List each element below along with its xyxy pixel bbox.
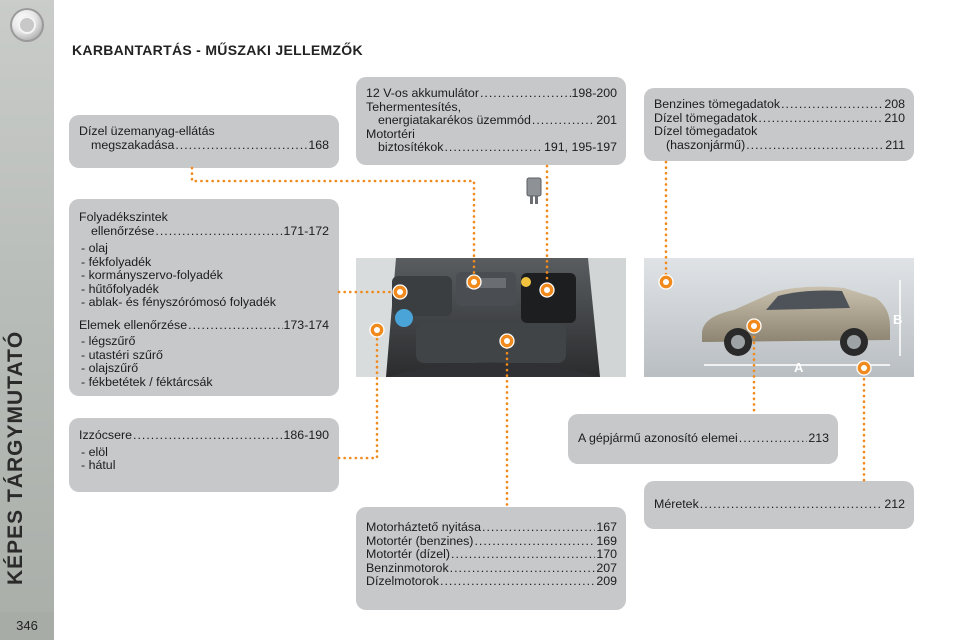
height-dimension-label: B xyxy=(893,312,902,327)
fluids-box: Folyadékszintek ellenőrzése171-172 olaj … xyxy=(69,199,339,396)
page-title: KARBANTARTÁS - MŰSZAKI JELLEMZŐK xyxy=(72,42,363,58)
fuse-icon xyxy=(524,176,546,211)
sidebar: KÉPES TÁRGYMUTATÓ 346 xyxy=(0,0,54,640)
list-item: ablak- és fényszórómosó folyadék xyxy=(79,295,329,310)
fluids-check-entry[interactable]: ellenőrzése171-172 xyxy=(79,224,329,239)
list-item: olajszűrő xyxy=(79,361,329,376)
fluids-title: Folyadékszintek xyxy=(79,210,168,224)
list-item: fékfolyadék xyxy=(79,255,329,270)
discharge-label: Tehermentesítés, xyxy=(366,99,462,114)
bulbs-box: Izzócsere186-190 elöl hátul xyxy=(69,418,339,492)
dimensions-box: Méretek212 xyxy=(644,481,914,529)
list-item: hűtőfolyadék xyxy=(79,282,329,297)
diesel-commercial-entry[interactable]: (haszonjármű)211 xyxy=(654,138,905,153)
sidebar-title: KÉPES TÁRGYMUTATÓ xyxy=(4,330,27,585)
list-item: elöl xyxy=(79,445,329,460)
list-item[interactable]: Dízelmotorok209 xyxy=(366,574,617,589)
car-side-image: A B xyxy=(644,258,914,377)
list-item: olaj xyxy=(79,241,329,256)
engine-bay-image xyxy=(356,258,626,377)
battery-entry[interactable]: 12 V-os akkumulátor198-200 xyxy=(366,86,617,101)
fuses-label: Motortéri xyxy=(366,126,415,141)
battery-box: 12 V-os akkumulátor198-200 Tehermentesít… xyxy=(356,77,626,165)
list-item[interactable]: Motorháztető nyitása167 xyxy=(366,520,617,535)
bulbs-entry[interactable]: Izzócsere186-190 xyxy=(79,428,329,443)
list-item: hátul xyxy=(79,458,329,473)
list-item: légszűrő xyxy=(79,334,329,349)
list-item[interactable]: Benzinmotorok207 xyxy=(366,561,617,576)
list-item: fékbetétek / féktárcsák xyxy=(79,375,329,390)
diesel-weights-entry[interactable]: Dízel tömegadatok210 xyxy=(654,111,905,126)
list-item[interactable]: Motortér (benzines)169 xyxy=(366,534,617,549)
brand-logo-icon xyxy=(10,8,44,42)
petrol-weights-entry[interactable]: Benzines tömegadatok208 xyxy=(654,97,905,112)
fuses-entry[interactable]: biztosítékok191, 195-197 xyxy=(366,140,617,155)
fuel-label: Dízel üzemanyag-ellátás xyxy=(79,124,215,138)
identification-entry[interactable]: A gépjármű azonosító elemei213 xyxy=(578,431,829,446)
diesel-commercial-label: Dízel tömegadatok xyxy=(654,124,758,138)
list-item[interactable]: Motortér (dízel)170 xyxy=(366,547,617,562)
weights-box: Benzines tömegadatok208 Dízel tömegadato… xyxy=(644,88,914,161)
list-item: kormányszervo-folyadék xyxy=(79,268,329,283)
engine-box: Motorháztető nyitása167 Motortér (benzin… xyxy=(356,507,626,610)
energy-saving-entry[interactable]: energiatakarékos üzemmód201 xyxy=(366,113,617,128)
fuel-entry[interactable]: megszakadása168 xyxy=(79,138,329,153)
page-number: 346 xyxy=(0,612,54,640)
length-dimension-label: A xyxy=(794,360,804,375)
elements-check-entry[interactable]: Elemek ellenőrzése173-174 xyxy=(79,318,329,333)
identification-box: A gépjármű azonosító elemei213 xyxy=(568,414,838,464)
list-item: utastéri szűrő xyxy=(79,348,329,363)
dimensions-entry[interactable]: Méretek212 xyxy=(654,497,905,512)
fuel-supply-box: Dízel üzemanyag-ellátás megszakadása168 xyxy=(69,115,339,168)
